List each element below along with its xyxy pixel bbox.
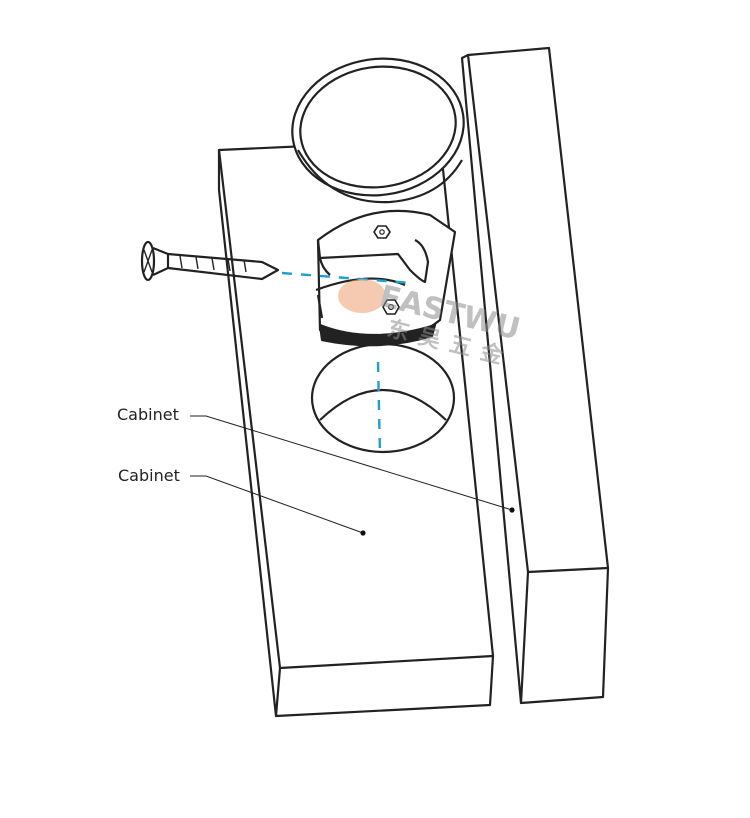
screw — [140, 240, 280, 282]
drilled-hole — [310, 342, 456, 454]
callout-label-right-cabinet: Cabinet — [117, 405, 179, 424]
alignment-guides — [281, 271, 413, 456]
cap-cover — [291, 57, 465, 204]
callout-dot — [360, 530, 366, 536]
callout-dot — [509, 507, 515, 513]
right-cabinet-panel — [460, 46, 610, 705]
callout-label-left-cabinet: Cabinet — [118, 466, 180, 485]
leader-lines — [190, 415, 513, 534]
